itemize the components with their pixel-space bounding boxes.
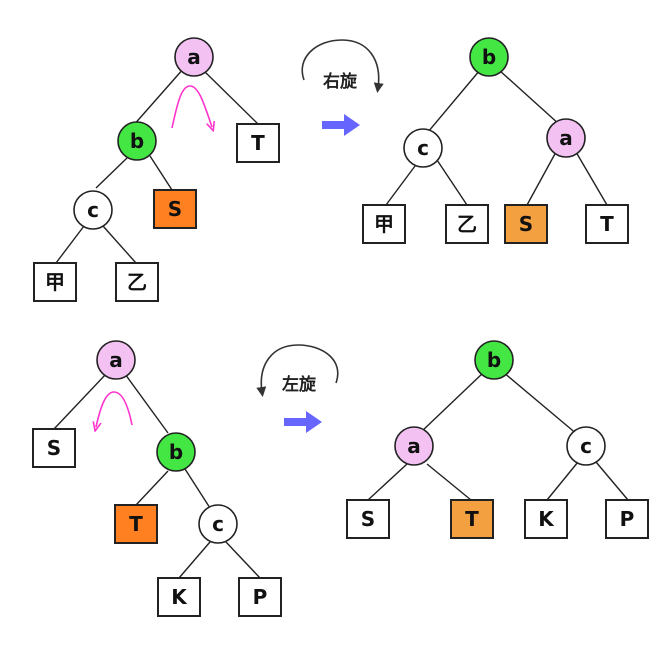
leaf-k-label: K — [538, 507, 555, 531]
node-b — [469, 37, 509, 77]
right-rotation-label: 右旋 — [323, 71, 358, 92]
node-a — [174, 37, 214, 77]
node-a — [96, 340, 136, 380]
left-rotation-before-tree: a b c S T K P — [32, 340, 282, 617]
leaf-jia — [362, 204, 406, 244]
rotate-clockwise-icon — [301, 39, 384, 93]
node-a-label: a — [187, 45, 201, 69]
right-rotation-indicator: 右旋 — [301, 39, 384, 136]
leaf-t — [236, 123, 280, 163]
node-c — [566, 426, 606, 466]
leaf-s-label: S — [47, 436, 61, 460]
node-c-label: c — [87, 198, 99, 222]
leaf-t — [114, 504, 158, 544]
right-rotation-after-tree: b c a 甲 乙 S T — [362, 37, 629, 244]
transform-arrow-icon — [322, 114, 360, 136]
transform-arrow-icon — [284, 411, 322, 433]
edge — [498, 69, 561, 126]
edge — [436, 159, 468, 206]
leaf-yi-label: 乙 — [127, 270, 147, 294]
node-a-label: a — [407, 434, 421, 458]
edge — [427, 69, 481, 133]
edge — [149, 155, 173, 191]
edge — [102, 225, 137, 264]
leaf-yi — [445, 204, 489, 244]
node-c — [403, 128, 443, 168]
rotation-hint-arrow — [96, 391, 133, 427]
leaf-t-label: T — [465, 507, 479, 531]
edge — [135, 470, 169, 506]
edge — [595, 461, 629, 501]
node-c-label: c — [212, 512, 224, 536]
left-rotation-indicator: 左旋 — [256, 344, 339, 433]
leaf-p — [238, 577, 282, 617]
leaf-s — [153, 189, 197, 229]
leaf-k — [157, 577, 201, 617]
rotate-counterclockwise-icon — [256, 344, 339, 397]
leaf-yi — [115, 262, 159, 302]
leaf-p-label: P — [620, 507, 635, 531]
edge — [95, 157, 128, 189]
edge — [178, 541, 211, 579]
leaf-jia — [33, 262, 77, 302]
edge — [420, 371, 485, 433]
leaf-p — [605, 499, 649, 539]
rotation-hint-arrow — [171, 85, 212, 128]
leaf-s-label: S — [168, 197, 182, 221]
leaf-t — [585, 204, 629, 244]
node-c-label: c — [580, 434, 592, 458]
leaf-s — [32, 428, 76, 468]
leaf-k-label: K — [171, 585, 188, 609]
edge — [53, 373, 107, 430]
left-rotation-label: 左旋 — [282, 374, 317, 395]
leaf-t-label: T — [129, 512, 143, 536]
node-b — [474, 340, 514, 380]
leaf-jia-label: 甲 — [374, 212, 394, 236]
node-b-label: b — [487, 348, 501, 372]
edge — [367, 463, 408, 501]
leaf-s — [346, 499, 390, 539]
leaf-t — [450, 499, 494, 539]
edge — [526, 151, 557, 206]
edge — [426, 463, 472, 501]
leaf-yi-label: 乙 — [457, 212, 477, 236]
node-b-label: b — [130, 129, 144, 153]
edge — [225, 541, 261, 579]
leaf-t-label: T — [600, 212, 614, 236]
node-b-label: b — [169, 440, 183, 464]
edge — [546, 461, 579, 501]
edge — [55, 225, 85, 264]
leaf-s-label: S — [361, 507, 375, 531]
leaf-s-label: S — [519, 212, 533, 236]
leaf-s — [504, 204, 548, 244]
node-b-label: b — [482, 45, 496, 69]
leaf-t-label: T — [251, 131, 265, 155]
edge — [131, 67, 185, 128]
edge — [202, 69, 259, 125]
edge — [385, 161, 419, 206]
node-b — [156, 432, 196, 472]
right-rotation-before-tree: a b c T S 甲 乙 — [33, 37, 280, 302]
edge — [184, 468, 211, 509]
node-c — [198, 504, 238, 544]
leaf-k — [524, 499, 568, 539]
edge — [124, 373, 169, 434]
edge — [502, 371, 579, 436]
left-rotation-after-tree: b a c S T K P — [346, 340, 649, 539]
node-a-label: a — [109, 348, 123, 372]
node-c — [73, 190, 113, 230]
leaf-p-label: P — [253, 585, 268, 609]
node-a — [394, 426, 434, 466]
edge — [575, 151, 608, 206]
node-a — [546, 118, 586, 158]
node-c-label: c — [417, 136, 429, 160]
leaf-jia-label: 甲 — [45, 270, 65, 294]
node-b — [117, 121, 157, 161]
node-a-label: a — [559, 126, 573, 150]
